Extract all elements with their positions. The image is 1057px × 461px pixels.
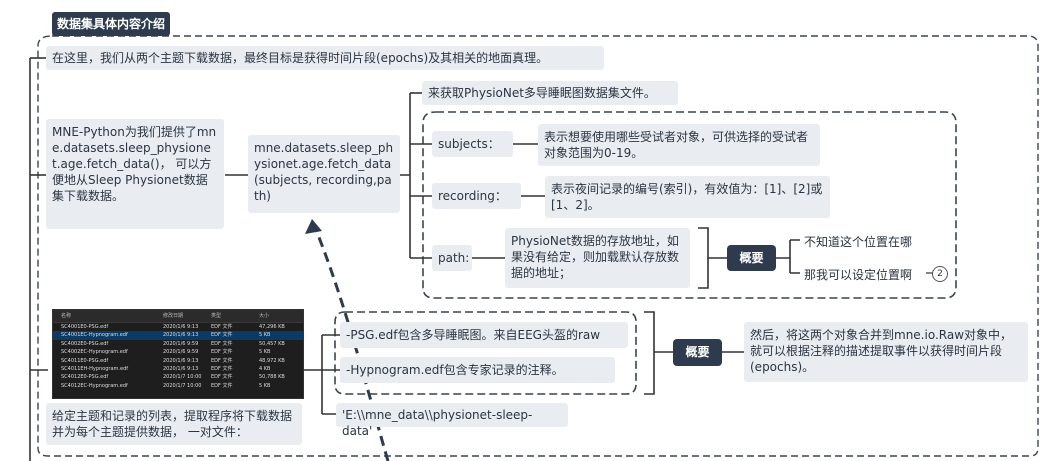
file-cell: EDF 文件: [211, 340, 233, 347]
file-cell: EDF 文件: [211, 349, 233, 356]
explorer-header: 名称 修改日期 类型 大小: [53, 310, 303, 323]
file-cell: 5 KB: [259, 332, 271, 339]
fetch-note: 来获取PhysioNet多导睡眠图数据集文件。: [422, 81, 678, 105]
file-cell: 5 KB: [259, 382, 271, 389]
param-path-desc: PhysioNet数据的存放地址，如果没有给定，则加载默认存放数据的地址；: [505, 228, 690, 288]
file-explorer-screenshot: 名称 修改日期 类型 大小 SC4001E0-PSG.edf 2020/1/6 9…: [52, 309, 304, 399]
file-cell: 2020/1/6 9:13: [163, 324, 199, 330]
file-cell: EDF 文件: [211, 324, 233, 330]
file-cell: SC4001E0-PSG.edf: [61, 324, 109, 330]
file-cell: 48,972 KB: [259, 357, 285, 364]
file-cell: EDF 文件: [211, 365, 233, 372]
file-cell: SC4002E0-PSG.edf: [61, 340, 109, 347]
fetch-function: mne.datasets.sleep_physionet.age.fetch_d…: [248, 135, 400, 213]
psg-file-desc: -PSG.edf包含多导睡眠图。来自EEG头盔的raw: [340, 322, 628, 348]
file-cell: 2020/1/6 9:13: [163, 332, 199, 339]
file-cell: 50,457 KB: [259, 340, 285, 347]
file-cell: 2020/1/6 9:13: [163, 357, 199, 364]
file-cell: 50,788 KB: [259, 374, 285, 381]
file-row[interactable]: SC4011EH-Hypnogram.edf 2020/1/6 9:13 EDF 文…: [53, 365, 303, 373]
file-cell: EDF 文件: [211, 357, 233, 364]
param-subjects: subjects：: [432, 131, 513, 157]
file-cell: EDF 文件: [211, 382, 233, 389]
page-title: 数据集具体内容介绍: [52, 12, 170, 36]
summary-tag-upper: 概要: [727, 245, 776, 271]
file-row[interactable]: SC4001E0-PSG.edf 2020/1/6 9:13 EDF 文件 47,29…: [53, 323, 303, 331]
file-cell: SC4001EC-Hypnogram.edf: [61, 332, 128, 339]
param-recording: recording：: [432, 183, 521, 209]
file-cell: SC4011EH-Hypnogram.edf: [61, 365, 128, 372]
file-cell: 2020/1/6 9:59: [163, 340, 199, 347]
param-recording-desc: 表示夜间记录的编号(索引)，有效值为：[1]、[2]或[1、2]。: [545, 176, 830, 218]
summary-item-unknown-location: 不知道这个位置在哪: [800, 232, 930, 252]
col-date: 修改日期: [163, 313, 184, 319]
file-cell: 2020/1/6 9:59: [163, 349, 199, 356]
arrow-head: [305, 219, 322, 234]
file-cell: 2020/1/6 9:13: [163, 365, 199, 372]
file-row[interactable]: SC4001EC-Hypnogram.edf 2020/1/6 9:13 EDF 文…: [53, 331, 303, 340]
file-cell: SC4011E0-PSG.edf: [61, 357, 109, 364]
file-cell: 2020/1/7 10:00: [163, 374, 202, 381]
file-cell: EDF 文件: [211, 332, 233, 339]
file-cell: SC4012EC-Hypnogram.edf: [61, 382, 128, 389]
file-cell: SC4012E0-PSG.edf: [61, 374, 109, 381]
file-row[interactable]: SC4002E0-PSG.edf 2020/1/6 9:59 EDF 文件 50,45…: [53, 340, 303, 348]
file-cell: 4 KB: [259, 365, 271, 372]
hypnogram-file-desc: -Hypnogram.edf包含专家记录的注释。: [340, 357, 615, 383]
relation-arrow: [312, 224, 390, 461]
file-row[interactable]: SC4012EC-Hypnogram.edf 2020/1/7 10:00 EDF …: [53, 382, 303, 390]
summary-item-set-location: 那我可以设定位置啊: [800, 265, 926, 285]
file-cell: 5 KB: [259, 349, 271, 356]
param-subjects-desc: 表示想要使用哪些受试者对象，可供选择的受试者对象范围为0-19。: [538, 124, 820, 166]
data-path: 'E:\\mne_data\\physionet-sleep-data': [336, 403, 568, 438]
param-path: path:: [432, 245, 472, 271]
badge-count[interactable]: 2: [932, 266, 948, 282]
file-cell: 2020/1/7 10:00: [163, 382, 202, 389]
file-row[interactable]: SC4011E0-PSG.edf 2020/1/6 9:13 EDF 文件 48,97…: [53, 357, 303, 365]
intro-text: 在这里，我们从两个主题下载数据，最终目标是获得时间片段(epochs)及其相关的…: [46, 46, 604, 70]
col-type: 类型: [211, 313, 222, 319]
file-cell: EDF 文件: [211, 374, 233, 381]
file-row[interactable]: SC4002EC-Hypnogram.edf 2020/1/6 9:59 EDF 文…: [53, 348, 303, 356]
mne-description: MNE-Python为我们提供了mne.datasets.sleep_physi…: [46, 119, 224, 229]
summary-tag-lower: 概要: [673, 339, 722, 366]
file-cell: 47,296 KB: [259, 324, 285, 330]
file-cell: SC4002EC-Hypnogram.edf: [61, 349, 128, 356]
outer-frame: [37, 35, 1039, 457]
summary-lower-text: 然后，将这两个对象合并到mne.io.Raw对象中，就可以根据注释的描述提取事件…: [744, 322, 1028, 382]
file-row[interactable]: SC4012E0-PSG.edf 2020/1/7 10:00 EDF 文件 50,7…: [53, 373, 303, 381]
col-name: 名称: [61, 313, 72, 319]
files-caption: 给定主题和记录的列表，提取程序将下载数据并为每个主题提供数据， 一对文件：: [46, 403, 302, 445]
col-size: 大小: [259, 313, 270, 319]
